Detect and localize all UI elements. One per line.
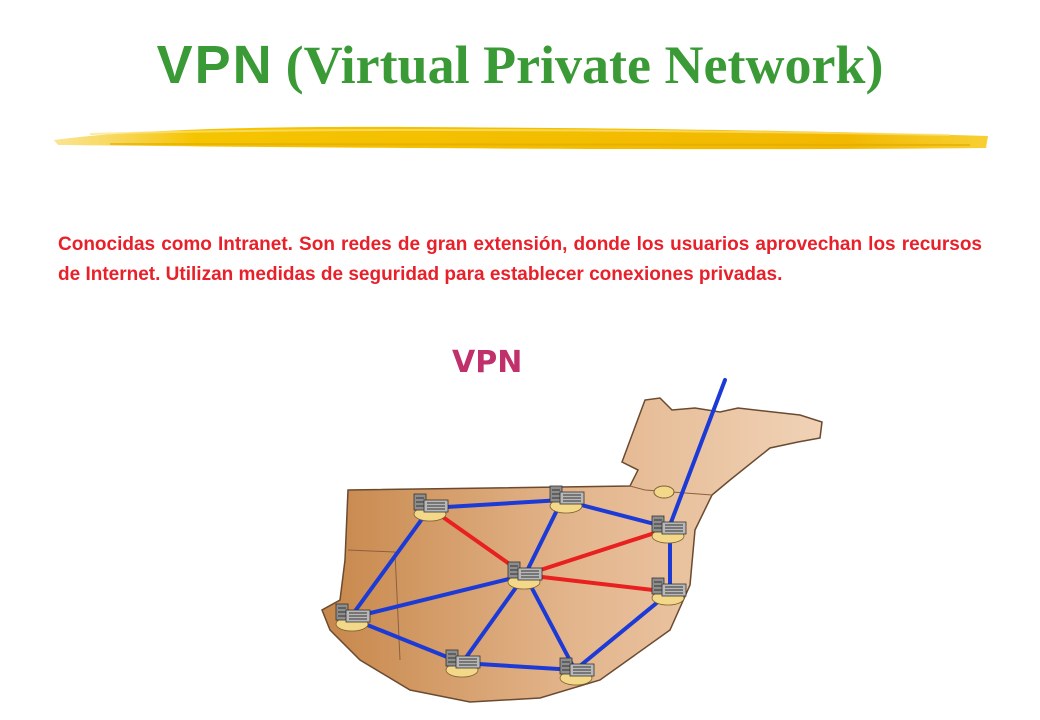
territory-map: [321, 397, 823, 703]
public-link: [348, 573, 527, 620]
building-icon: [651, 515, 687, 544]
public-link: [668, 378, 727, 527]
building-icon: [445, 649, 481, 678]
diagram-label: VPN: [452, 345, 522, 380]
network-nodes: [335, 485, 687, 686]
public-links: [348, 378, 727, 672]
building-icon: [413, 493, 449, 522]
public-link: [460, 661, 577, 672]
public-link: [523, 573, 577, 672]
title-underline-brushstroke: [54, 126, 988, 150]
building-icon: [335, 603, 371, 632]
public-link: [460, 573, 527, 665]
building-icon: [651, 577, 687, 606]
building-icon: [549, 485, 585, 514]
building-icon: [559, 657, 595, 686]
gateway-icon: [653, 485, 675, 499]
territory-border: [347, 549, 401, 661]
territory-border: [629, 485, 713, 496]
slide-title: VPN(Virtual Private Network): [0, 38, 1040, 92]
building-icon: [507, 561, 543, 590]
public-link: [348, 616, 464, 665]
description-paragraph: Conocidas como Intranet. Son redes de gr…: [58, 234, 982, 285]
public-link: [523, 498, 564, 577]
public-link: [348, 506, 432, 620]
public-link: [428, 498, 564, 510]
vpn-tunnel: [523, 526, 672, 577]
vpn-tunnel: [523, 573, 672, 594]
public-link: [573, 590, 672, 672]
title-abbreviation: VPN: [156, 35, 274, 95]
vpn-network-diagram: VPN: [321, 345, 823, 703]
title-full-name: (Virtual Private Network): [285, 35, 884, 95]
